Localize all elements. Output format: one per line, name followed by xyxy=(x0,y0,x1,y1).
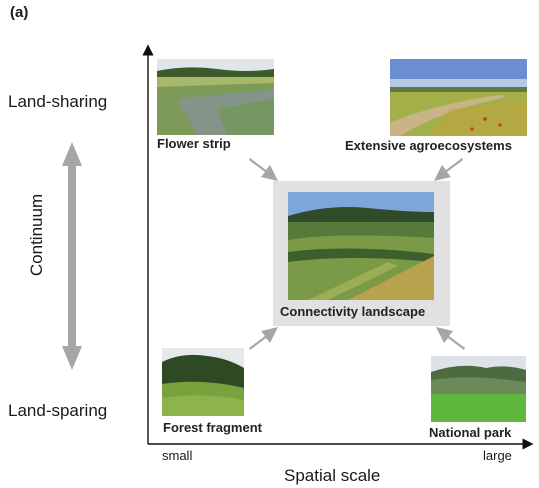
land-sparing-label: Land-sparing xyxy=(8,401,108,420)
x-axis-small-label: small xyxy=(162,448,193,463)
forest-fragment-caption: Forest fragment xyxy=(163,420,262,435)
flower-strip-caption: Flower strip xyxy=(157,136,231,151)
panel-label: (a) xyxy=(10,4,29,21)
extensive-agro-caption: Extensive agroecosystems xyxy=(345,138,512,153)
x-axis-large-label: large xyxy=(483,448,512,463)
extensive-agro-photo xyxy=(390,59,527,136)
connectivity-box: Connectivity landscape xyxy=(273,181,450,326)
national-park-caption: National park xyxy=(429,425,512,440)
forest-fragment-photo xyxy=(162,348,244,416)
arrow-from-flower-strip xyxy=(249,158,278,181)
continuum-label: Continuum xyxy=(27,193,46,277)
arrow-from-forest-fragment xyxy=(249,327,278,350)
connectivity-caption: Connectivity landscape xyxy=(280,304,426,319)
flower-strip-photo xyxy=(157,59,274,135)
x-axis-title: Spatial scale xyxy=(284,466,381,485)
national-park-photo xyxy=(431,356,526,422)
arrow-from-national-park xyxy=(436,327,465,350)
connectivity-photo xyxy=(288,192,434,300)
land-sharing-label: Land-sharing xyxy=(8,92,108,111)
continuum-double-arrow xyxy=(62,142,82,370)
arrow-from-extensive-agro xyxy=(434,158,463,181)
